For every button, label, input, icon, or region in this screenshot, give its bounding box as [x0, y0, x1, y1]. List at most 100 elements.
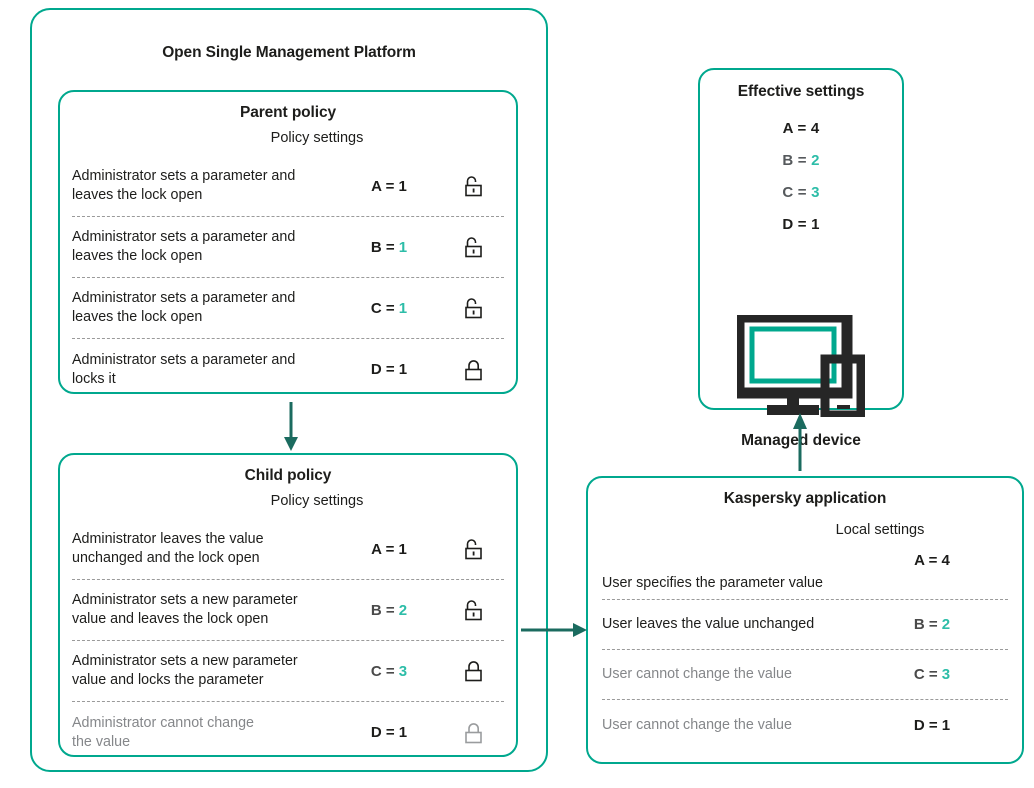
- setting-key: D =: [782, 216, 807, 233]
- policy-row: User cannot change the value D = 1: [602, 700, 1008, 750]
- row-description: Administrator sets a new parameter value…: [72, 592, 298, 627]
- parent-policy-rows: Administrator sets a parameter and leave…: [72, 156, 504, 400]
- setting-value: 1: [811, 216, 820, 233]
- setting-value: 3: [811, 184, 820, 201]
- row-description: Administrator cannot change the value: [72, 714, 254, 750]
- row-setting: C = 3: [334, 663, 444, 680]
- row-description: Administrator leaves the value unchanged…: [72, 531, 264, 566]
- setting-key: C =: [782, 184, 807, 201]
- policy-row: Administrator sets a parameter and leave…: [72, 156, 504, 217]
- effective-setting-item: D = 1: [700, 216, 902, 233]
- child-policy-title: Child policy: [244, 467, 332, 484]
- setting-key: D =: [370, 361, 395, 378]
- policy-row: Administrator sets a new parameter value…: [72, 641, 504, 702]
- row-setting: C = 1: [334, 300, 444, 317]
- setting-value: 2: [941, 616, 951, 633]
- setting-key: B =: [370, 601, 395, 619]
- row-description: Administrator sets a parameter and leave…: [72, 168, 296, 203]
- policy-row: User specifies the parameter value A = 4: [602, 550, 1008, 600]
- kaspersky-application-box: Kaspersky application Local settings Use…: [586, 476, 1024, 764]
- setting-key: A =: [371, 177, 395, 195]
- row-description: Administrator sets a parameter and leave…: [72, 290, 296, 325]
- setting-key: A =: [782, 120, 807, 137]
- setting-value: 1: [398, 177, 407, 195]
- osmp-title: Open Single Management Platform: [162, 44, 416, 61]
- setting-value: 1: [398, 724, 408, 741]
- row-setting: D = 1: [862, 717, 1002, 734]
- monitor-and-phone-icon: [733, 311, 866, 422]
- setting-key: C =: [913, 666, 938, 683]
- lock-closed-icon[interactable]: [444, 721, 504, 745]
- lock-open-icon[interactable]: [444, 174, 504, 198]
- effective-setting-item: C = 3: [700, 184, 902, 201]
- row-setting: A = 1: [334, 541, 444, 558]
- kaspersky-application-title: Kaspersky application: [723, 490, 887, 507]
- row-setting: A = 4: [862, 552, 1002, 569]
- parent-policy-title: Parent policy: [239, 104, 337, 121]
- row-setting: D = 1: [334, 724, 444, 741]
- arrow-child-to-kaspersky: [521, 620, 589, 645]
- kaspersky-local-settings-label: Local settings: [835, 522, 925, 538]
- policy-row: User cannot change the value C = 3: [602, 650, 1008, 700]
- lock-open-icon[interactable]: [444, 537, 504, 561]
- row-setting: A = 1: [334, 178, 444, 195]
- lock-open-icon[interactable]: [444, 598, 504, 622]
- setting-key: C =: [370, 662, 395, 680]
- row-description: User cannot change the value: [602, 666, 792, 682]
- lock-closed-icon[interactable]: [444, 358, 504, 382]
- setting-value: 1: [941, 716, 951, 734]
- policy-row: Administrator sets a parameter and locks…: [72, 339, 504, 400]
- policy-row: Administrator sets a parameter and leave…: [72, 217, 504, 278]
- setting-value: 1: [398, 238, 408, 256]
- policy-row: Administrator sets a new parameter value…: [72, 580, 504, 641]
- setting-key: B =: [913, 616, 938, 633]
- row-description: User cannot change the value: [602, 716, 792, 733]
- row-description: Administrator sets a parameter and locks…: [72, 351, 296, 387]
- parent-policy-settings-label: Policy settings: [270, 130, 364, 146]
- policy-row: Administrator sets a parameter and leave…: [72, 278, 504, 339]
- row-description: User leaves the value unchanged: [602, 616, 815, 632]
- row-setting: B = 2: [334, 602, 444, 619]
- setting-value: 4: [941, 552, 950, 569]
- row-setting: B = 1: [334, 239, 444, 256]
- row-description: Administrator sets a new parameter value…: [72, 653, 298, 688]
- policy-row: User leaves the value unchanged B = 2: [602, 600, 1008, 650]
- child-policy-settings-label: Policy settings: [270, 493, 364, 509]
- effective-setting-item: B = 2: [700, 152, 902, 169]
- setting-value: 3: [398, 662, 408, 680]
- row-setting: D = 1: [334, 361, 444, 378]
- child-policy-box: Child policy Policy settings Administrat…: [58, 453, 518, 757]
- setting-key: B =: [782, 152, 807, 169]
- parent-policy-box: Parent policy Policy settings Administra…: [58, 90, 518, 394]
- row-setting: B = 2: [862, 616, 1002, 633]
- setting-key: D =: [370, 724, 395, 741]
- setting-value: 1: [398, 361, 408, 378]
- setting-value: 3: [941, 666, 951, 683]
- setting-key: A =: [371, 540, 395, 558]
- row-description: User specifies the parameter value: [602, 575, 823, 591]
- setting-key: D =: [913, 716, 938, 734]
- setting-value: 2: [398, 601, 408, 619]
- row-setting: C = 3: [862, 666, 1002, 683]
- arrow-kaspersky-to-effective: [790, 413, 810, 476]
- setting-value: 1: [398, 299, 408, 317]
- setting-value: 4: [810, 120, 820, 137]
- effective-setting-item: A = 4: [700, 120, 902, 137]
- setting-key: A =: [914, 552, 938, 569]
- policy-row: Administrator cannot change the value D =…: [72, 702, 504, 763]
- lock-open-icon[interactable]: [444, 296, 504, 320]
- setting-key: C =: [370, 299, 395, 317]
- arrow-parent-to-child: [281, 402, 301, 457]
- setting-value: 1: [398, 540, 407, 558]
- lock-open-icon[interactable]: [444, 235, 504, 259]
- effective-settings-title: Effective settings: [737, 83, 865, 100]
- setting-value: 2: [811, 152, 820, 169]
- setting-key: B =: [370, 238, 395, 256]
- child-policy-rows: Administrator leaves the value unchanged…: [72, 519, 504, 763]
- policy-row: Administrator leaves the value unchanged…: [72, 519, 504, 580]
- lock-closed-icon[interactable]: [444, 659, 504, 683]
